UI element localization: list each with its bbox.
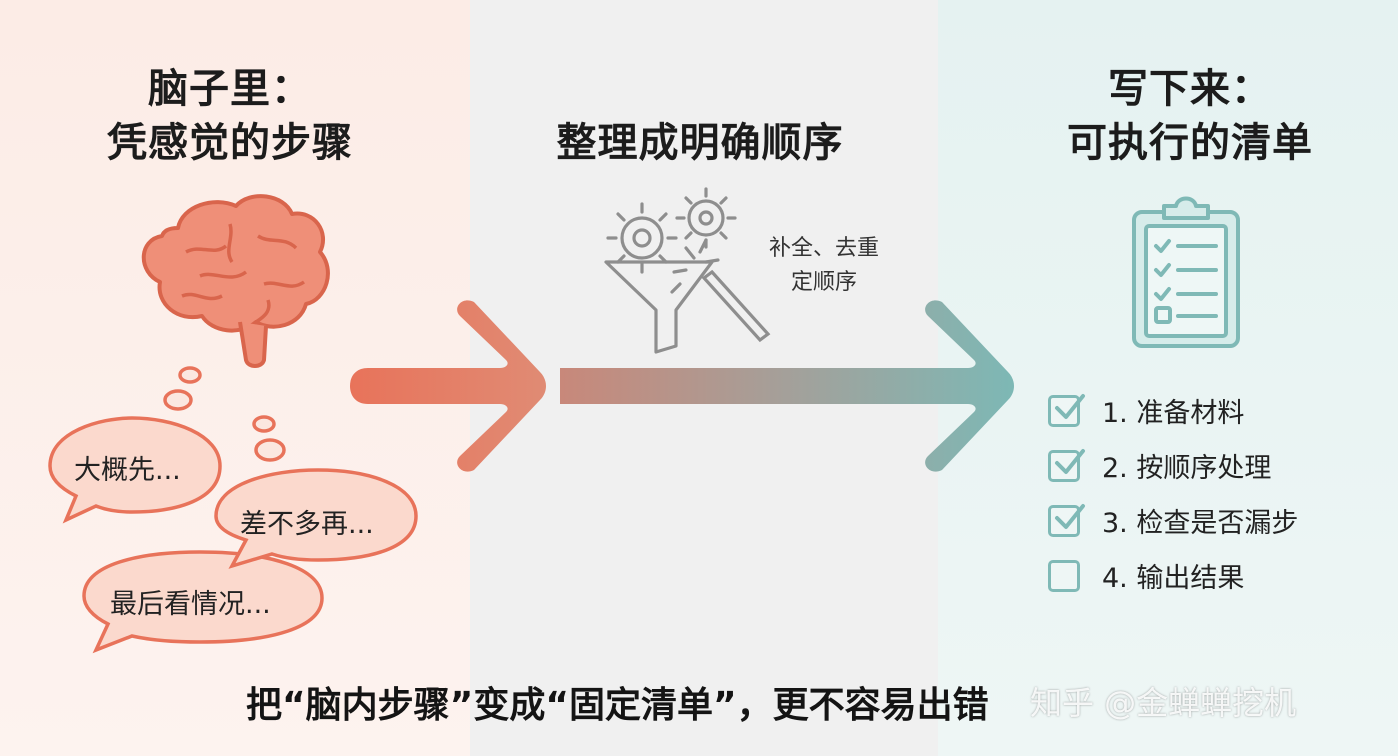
process-note-line2: 定顺序 [790, 270, 857, 295]
right-panel [938, 0, 1398, 756]
checklist: 1. 准备材料 2. 按顺序处理 3. 检查是否漏步 4. 输出结果 [1048, 383, 1298, 603]
checklist-item: 2. 按顺序处理 [1048, 438, 1298, 493]
right-title-line2: 可执行的清单 [1067, 120, 1313, 166]
watermark: 知乎 @金蝉蝉挖机 [1030, 684, 1297, 722]
checkmark-icon [1055, 393, 1085, 419]
process-note-line1: 补全、去重 [768, 236, 879, 261]
left-title: 脑子里： 凭感觉的步骤 [40, 62, 420, 170]
checklist-item: 1. 准备材料 [1048, 383, 1298, 438]
magic-wand-icon [670, 238, 771, 343]
right-title-line1: 写下来： [1108, 66, 1272, 112]
bubble-text-2: 差不多再... [240, 509, 374, 540]
checklist-item-text: 2. 按顺序处理 [1102, 453, 1272, 484]
bubble-1 [48, 416, 222, 524]
right-title: 写下来： 可执行的清单 [1000, 62, 1380, 170]
brain-icon [141, 194, 330, 368]
checkbox-empty [1048, 559, 1080, 592]
checkmark-icon [1055, 448, 1085, 474]
middle-title: 整理成明确顺序 [556, 120, 844, 166]
bubble-text-1: 大概先... [74, 455, 181, 486]
bubble-text-3: 最后看情况... [110, 589, 271, 620]
bubble-2 [214, 468, 418, 569]
process-note: 补全、去重 定顺序 [754, 232, 894, 300]
arrow-to-right [560, 300, 1014, 472]
left-title-line2: 凭感觉的步骤 [107, 120, 353, 166]
clipboard-checklist-icon [1132, 196, 1240, 348]
checkbox [1048, 448, 1085, 482]
checkmark-icon [1055, 503, 1085, 529]
footer-caption: 把“脑内步骤”变成“固定清单”，更不容易出错 [246, 685, 989, 726]
checklist-item-text: 4. 输出结果 [1102, 563, 1245, 594]
checkbox [1048, 503, 1085, 537]
checklist-item-text: 3. 检查是否漏步 [1102, 508, 1299, 539]
checklist-item-text: 1. 准备材料 [1102, 398, 1245, 429]
speech-bubbles [48, 416, 418, 654]
thought-dots [163, 366, 286, 462]
checklist-item: 4. 输出结果 [1048, 548, 1298, 603]
left-title-line1: 脑子里： [148, 66, 312, 112]
checkbox [1048, 393, 1085, 427]
arrow-to-middle [350, 300, 546, 472]
bubble-3 [82, 550, 324, 654]
gears-funnel-icon [604, 187, 737, 354]
checklist-item: 3. 检查是否漏步 [1048, 493, 1298, 548]
